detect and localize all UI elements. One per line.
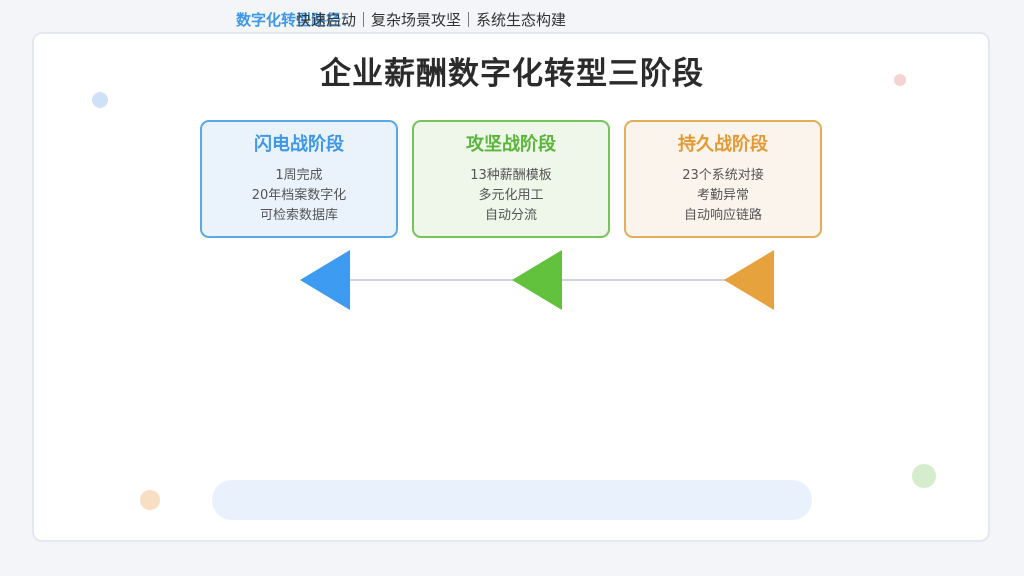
stage-title: 攻坚战阶段 xyxy=(466,134,556,155)
arrow-left-icon xyxy=(724,250,774,310)
stage-detail: 13种薪酬模板 xyxy=(470,168,552,183)
arrow-left-icon xyxy=(300,250,350,310)
arrow-left-icon xyxy=(512,250,562,310)
stage-detail: 可检索数据库 xyxy=(259,208,338,223)
banner-label: 数字化转型路径： xyxy=(236,11,357,29)
stage-detail: 1周完成 xyxy=(275,168,323,183)
page-title: 企业薪酬数字化转型三阶段 xyxy=(320,56,704,92)
decorative-dot-pink xyxy=(894,74,906,86)
decorative-dot-blue xyxy=(92,92,108,108)
stage-title: 持久战阶段 xyxy=(678,134,768,155)
stage-card-blitz: 闪电战阶段 1周完成 20年档案数字化 可检索数据库 xyxy=(200,120,398,238)
summary-banner xyxy=(212,480,812,520)
stage-detail: 23个系统对接 xyxy=(682,168,764,183)
stage-card-endurance: 持久战阶段 23个系统对接 考勤异常 自动响应链路 xyxy=(624,120,822,238)
decorative-dot-green xyxy=(912,464,936,488)
stage-detail: 20年档案数字化 xyxy=(251,188,347,203)
banner-text: 快速启动｜复杂场景攻坚｜系统生态构建 xyxy=(296,11,567,29)
stage-detail: 考勤异常 xyxy=(696,188,749,203)
stage-card-assault: 攻坚战阶段 13种薪酬模板 多元化用工 自动分流 xyxy=(412,120,610,238)
stage-title: 闪电战阶段 xyxy=(254,134,344,155)
main-card xyxy=(32,32,990,542)
stage-detail: 自动响应链路 xyxy=(683,208,762,223)
decorative-dot-orange xyxy=(140,490,160,510)
stage-detail: 自动分流 xyxy=(484,208,537,223)
stage-detail: 多元化用工 xyxy=(478,188,544,203)
